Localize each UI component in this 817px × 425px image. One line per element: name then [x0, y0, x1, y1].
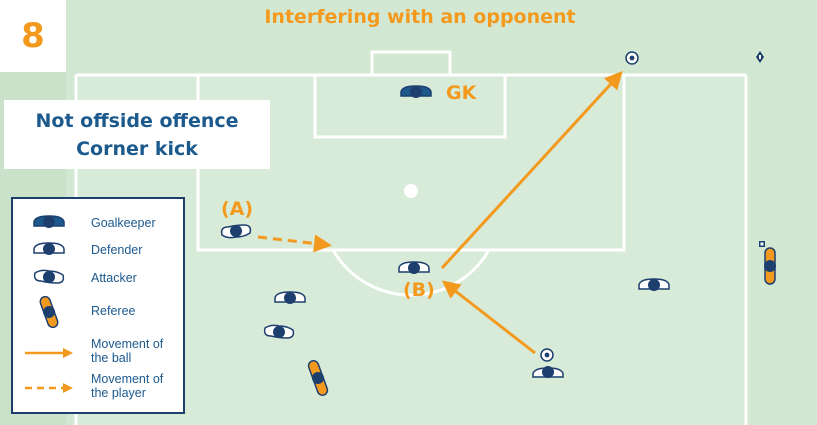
player-movement-arrow-icon [25, 383, 73, 393]
legend-label-line2: the ball [91, 351, 132, 365]
attacker-icon [33, 269, 65, 284]
legend-label-line1: Movement of [91, 372, 164, 386]
defender-icon [638, 278, 670, 291]
referee-icon [307, 360, 329, 396]
legend-label-line2: the player [91, 386, 146, 400]
goalkeeper-icon [33, 215, 65, 228]
label-a: (A) [221, 198, 254, 220]
legend-label: Goalkeeper [91, 216, 156, 230]
subtitle-line-1: Not offside offence [35, 109, 239, 132]
flag-icon [759, 241, 765, 247]
ball-movement-arrow-icon [25, 348, 73, 358]
legend-item: Goalkeeper [13, 210, 183, 242]
legend-label: Defender [91, 243, 143, 257]
corner-flag-icon [756, 51, 764, 63]
diagram-number: 8 [0, 0, 66, 72]
ball-path-to-goal [440, 71, 623, 270]
player-a-movement [257, 234, 332, 253]
penalty-spot [404, 184, 418, 198]
subtitle-line-2: Corner kick [76, 137, 198, 160]
legend-item: Attacker [13, 265, 183, 297]
attacker-icon [263, 324, 295, 339]
ball-icon [540, 348, 554, 362]
legend-label: Attacker [91, 271, 137, 285]
label-b: (B) [403, 279, 435, 301]
label-gk: GK [446, 82, 477, 104]
defender-icon [398, 261, 430, 274]
attacker-icon [532, 366, 564, 378]
referee-icon [764, 247, 776, 285]
legend-item: Movement of the player [13, 372, 183, 404]
legend: Goalkeeper Defender Attacker Referee [11, 197, 185, 414]
legend-label-line1: Movement of [91, 337, 164, 351]
legend-label: Referee [91, 304, 136, 318]
ball-path-to-b [441, 280, 536, 355]
legend-item: Movement of the ball [13, 337, 183, 369]
legend-item: Referee [13, 292, 183, 332]
legend-item: Defender [13, 239, 183, 271]
ball-icon [625, 51, 639, 65]
defender-icon [274, 291, 306, 304]
diagram-title: Interfering with an opponent [264, 6, 576, 28]
defender-icon [33, 242, 65, 255]
referee-icon [39, 295, 59, 329]
goalkeeper-icon [400, 85, 432, 98]
attacker-icon [220, 224, 252, 239]
subtitle-box: Not offside offence Corner kick [4, 100, 270, 169]
